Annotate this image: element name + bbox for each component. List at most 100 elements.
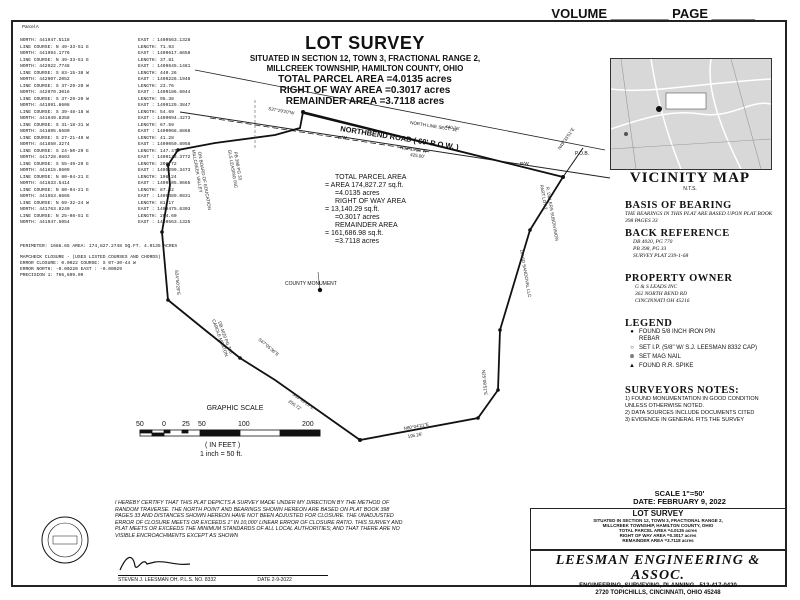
- lot-survey-box: LOT SURVEY SITUATED IN SECTION 12, TOWN …: [530, 508, 786, 550]
- table-cell: EAST : 1409405.9665: [138, 181, 191, 186]
- table-cell: LENGTH: 204.60: [138, 213, 177, 219]
- table-row: NORTH: 441653.8666 EAST : 1409489.0831: [20, 194, 252, 201]
- table-row: NORTH: 441615.8609 EAST : 1409299.3473: [20, 168, 252, 175]
- sheet-border: [11, 20, 787, 587]
- table-cell: LENGTH: 147.47: [138, 148, 177, 154]
- table-cell: NORTH: 441949.8358: [20, 116, 70, 121]
- table-cell: EAST : 1409068.8868: [138, 129, 191, 134]
- table-cell: LINE COURSE: S 83-15-38 W: [20, 70, 89, 76]
- table-row: LINE COURSE: N 49-33-51 E LENGTH: 37.81: [20, 58, 252, 65]
- graphic-scale-title: GRAPHIC SCALE: [206, 405, 264, 412]
- table-cell: LENGTH: 81.17: [138, 200, 174, 206]
- parcel-boundary: [161, 111, 565, 441]
- table-cell: NORTH: 441615.8609: [20, 168, 70, 173]
- svg-text:PART LOT 2: PART LOT 2: [539, 184, 548, 210]
- legend-item: ● FOUND 5/8 INCH IRON PIN REBAR: [625, 329, 785, 343]
- table-cell: NORTH: 441994.1776: [20, 51, 70, 56]
- table-row: LINE COURSE: N 25-08-51 E LENGTH: 204.60: [20, 214, 252, 221]
- table-cell: LINE COURSE: N 80-04-21 E: [20, 174, 89, 180]
- table-cell: NORTH: 442022.7748: [20, 64, 70, 69]
- volume-page-header: VOLUME ________ PAGE ______: [551, 6, 755, 21]
- legend-item: ⊗ SET MAG NAIL: [625, 354, 785, 361]
- road-bearing: N83°15'38"W: [400, 145, 428, 154]
- found-pin-icon: ●: [630, 329, 634, 335]
- table-cell: LENGTH: 23.76: [138, 83, 174, 89]
- table-cell: LINE COURSE: N 25-08-51 E: [20, 213, 89, 219]
- table-cell: LENGTH: 67.59: [138, 122, 174, 128]
- vicinity-map-scale: N.T.S.: [683, 186, 697, 192]
- table-cell: NORTH: 441850.3274: [20, 142, 70, 147]
- table-row: LINE COURSE: N 80-04-21 E LENGTH: 108.24: [20, 175, 252, 182]
- set-pin-icon: ○: [630, 345, 634, 351]
- table-cell: LENGTH: 54.69: [138, 109, 174, 115]
- table-cell: LENGTH: 87.02: [138, 187, 174, 193]
- rw-label-2: R/W: [520, 161, 530, 166]
- table-row: LINE COURSE: S 39-48-18 W LENGTH: 54.69: [20, 110, 252, 117]
- rw-label: R/W: [338, 135, 348, 140]
- table-cell: NORTH: 441895.5680: [20, 129, 70, 134]
- rr-spike-icon: ▲: [629, 363, 635, 369]
- back-reference: BACK REFERENCE DB 4020, PG 770 PB 398, P…: [625, 228, 730, 259]
- table-cell: EAST : 1409475.6303: [138, 207, 191, 212]
- svg-text:100: 100: [238, 421, 250, 428]
- svg-text:50: 50: [198, 421, 206, 428]
- table-cell: EAST : 1409299.3473: [138, 168, 191, 173]
- vicinity-map: [610, 58, 772, 170]
- svg-text:0: 0: [162, 421, 166, 428]
- svg-text:N49°33'51"E: N49°33'51"E: [557, 127, 576, 151]
- table-cell: LINE COURSE: S 37-29-20 W: [20, 96, 89, 102]
- table-row: NORTH: 441633.5414 EAST : 1409405.9665: [20, 181, 252, 188]
- table-cell: LENGTH: 95.38: [138, 96, 174, 102]
- table-cell: LINE COURSE: N 49-33-51 E: [20, 44, 89, 50]
- table-cell: LINE COURSE: S 37-29-20 W: [20, 83, 89, 89]
- basis-of-bearing: BASIS OF BEARING THE BEARINGS IN THIS PL…: [625, 200, 773, 224]
- table-cell: NORTH: 441991.8608: [20, 103, 70, 108]
- table-cell: EAST : 1409226.1948: [138, 77, 191, 82]
- table-cell: NORTH: 442007.2052: [20, 77, 70, 82]
- svg-text:DAVID SANDOVAL LLC: DAVID SANDOVAL LLC: [519, 249, 532, 298]
- scale-date: SCALE 1"=50' DATE: FEBRUARY 9, 2022: [633, 489, 726, 506]
- road-dim: 440.26': [445, 124, 460, 131]
- svg-text:S24°50'29"E: S24°50'29"E: [174, 270, 181, 296]
- svg-text:50: 50: [136, 421, 144, 428]
- road-length: 425.00': [410, 152, 425, 159]
- table-row: LINE COURSE: S 37-29-20 W LENGTH: 23.76: [20, 84, 252, 91]
- table-cell: LINE COURSE: N 69-32-24 W: [20, 200, 89, 206]
- table-cell: NORTH: 441653.8666: [20, 194, 70, 199]
- table-row: NORTH: 441895.5680 EAST : 1409068.8868: [20, 129, 252, 136]
- table-row: NORTH: 442007.2052 EAST : 1409226.1948: [20, 77, 252, 84]
- table-cell: LINE COURSE: S 31-18-31 W: [20, 122, 89, 128]
- table-cell: NORTH: 441947.5054: [20, 220, 70, 225]
- table-cell: LINE COURSE: S 39-48-18 W: [20, 109, 89, 115]
- table-cell: LENGTH: 41.28: [138, 135, 174, 141]
- table-row: LINE COURSE: S 37-29-20 W LENGTH: 95.38: [20, 97, 252, 104]
- table-cell: NORTH: 441633.5414: [20, 181, 70, 186]
- table-cell: EAST : 1409489.0831: [138, 194, 191, 199]
- table-cell: LINE COURSE: S 24-50-29 E: [20, 148, 89, 154]
- surveyors-notes: SURVEYORS NOTES: 1) FOUND MONUMENTATION …: [625, 385, 759, 423]
- table-cell: LENGTH: 108.24: [138, 174, 177, 180]
- vicinity-map-title: VICINITY MAP: [629, 170, 751, 186]
- monument-label: COUNTY MONUMENT: [285, 281, 337, 287]
- table-cell: LENGTH: 37.81: [138, 57, 174, 63]
- legend-item: ▲ FOUND R.R. SPIKE: [625, 363, 785, 370]
- firm-title-block: LEESMAN ENGINEERING & ASSOC. ENGINEERING…: [530, 550, 786, 596]
- svg-text:N80°04'21"E: N80°04'21"E: [403, 422, 429, 431]
- svg-text:25: 25: [182, 421, 190, 428]
- certification-text: I HEREBY CERTIFY THAT THIS PLAT DEPICTS …: [115, 500, 403, 539]
- table-row: LINE COURSE: S 24-50-29 E LENGTH: 147.47: [20, 149, 252, 156]
- table-cell: LINE COURSE: N 49-33-51 E: [20, 57, 89, 63]
- pob-label: P.O.B.: [575, 151, 589, 157]
- table-cell: NORTH: 441728.0603: [20, 155, 70, 160]
- signature-line: STEVEN J. LEESMAN OH. P.L.S. NO. 8332 DA…: [118, 575, 328, 583]
- table-cell: NORTH: 442070.3016: [20, 90, 70, 95]
